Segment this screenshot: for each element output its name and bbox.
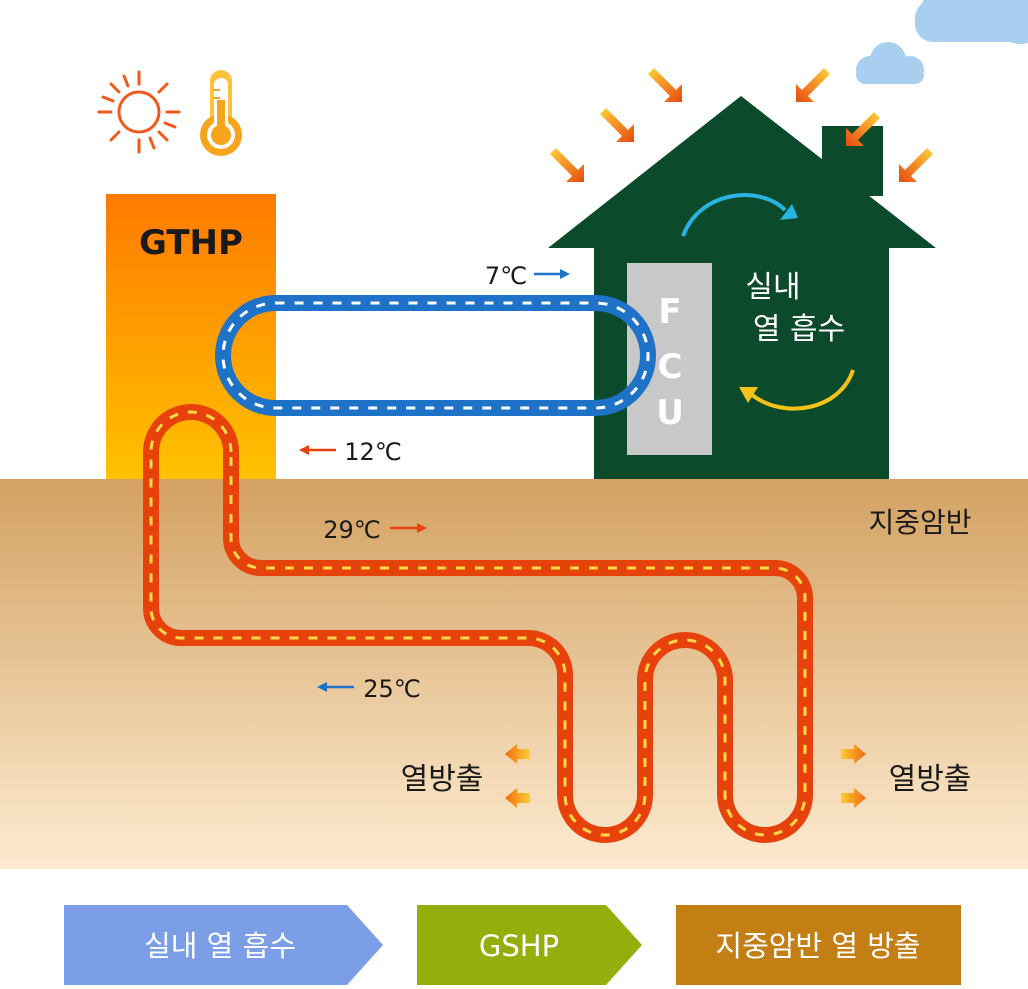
heat-release-left-arrows: [505, 744, 530, 808]
step-indoor-absorb: 실내 열 흡수: [64, 905, 383, 985]
house: [548, 96, 936, 479]
flow-arrow-left-icon: [317, 682, 354, 692]
step-ground-release-label: 지중암반 열 방출: [715, 929, 920, 963]
house-text-line1: 실내: [745, 270, 800, 305]
gthp-label: GTHP: [139, 223, 243, 263]
flow-arrow-right-icon: [534, 269, 570, 279]
heat-release-right-arrows: [841, 744, 866, 808]
step-ground-release: 지중암반 열 방출: [676, 905, 961, 985]
temp-return-indoor: 12℃: [344, 438, 402, 466]
temp-supply-ground: 29℃: [323, 516, 381, 544]
temp-return-ground: 25℃: [363, 675, 421, 703]
sun-icon: [97, 70, 181, 154]
indoor-loop-pipe: [215, 295, 656, 416]
gthp-unit: [106, 194, 276, 479]
flow-arrow-left-icon: [299, 445, 336, 455]
heat-release-right: 열방출: [889, 762, 972, 797]
ground-loop-pipe: [143, 404, 813, 843]
cloud-icon: [856, 42, 924, 84]
flow-arrow-right-icon: [390, 523, 427, 533]
fcu-letter-u: U: [656, 393, 684, 433]
ground-label: 지중암반: [868, 506, 971, 539]
circulation-arrow-bottom: [739, 369, 855, 411]
step-gshp: GSHP: [417, 905, 642, 985]
fcu-letter-c: C: [658, 347, 683, 387]
temp-supply-indoor: 7℃: [485, 262, 527, 290]
step-indoor-absorb-label: 실내 열 흡수: [144, 929, 296, 963]
circulation-arrow-top: [681, 193, 798, 237]
step-gshp-label: GSHP: [479, 929, 559, 963]
thermometer-icon: [200, 70, 242, 156]
house-text-line2: 열 흡수: [753, 312, 845, 347]
cloud-icon: [915, 0, 1028, 44]
fcu-letter-f: F: [658, 292, 681, 332]
heat-release-left: 열방출: [401, 762, 484, 797]
